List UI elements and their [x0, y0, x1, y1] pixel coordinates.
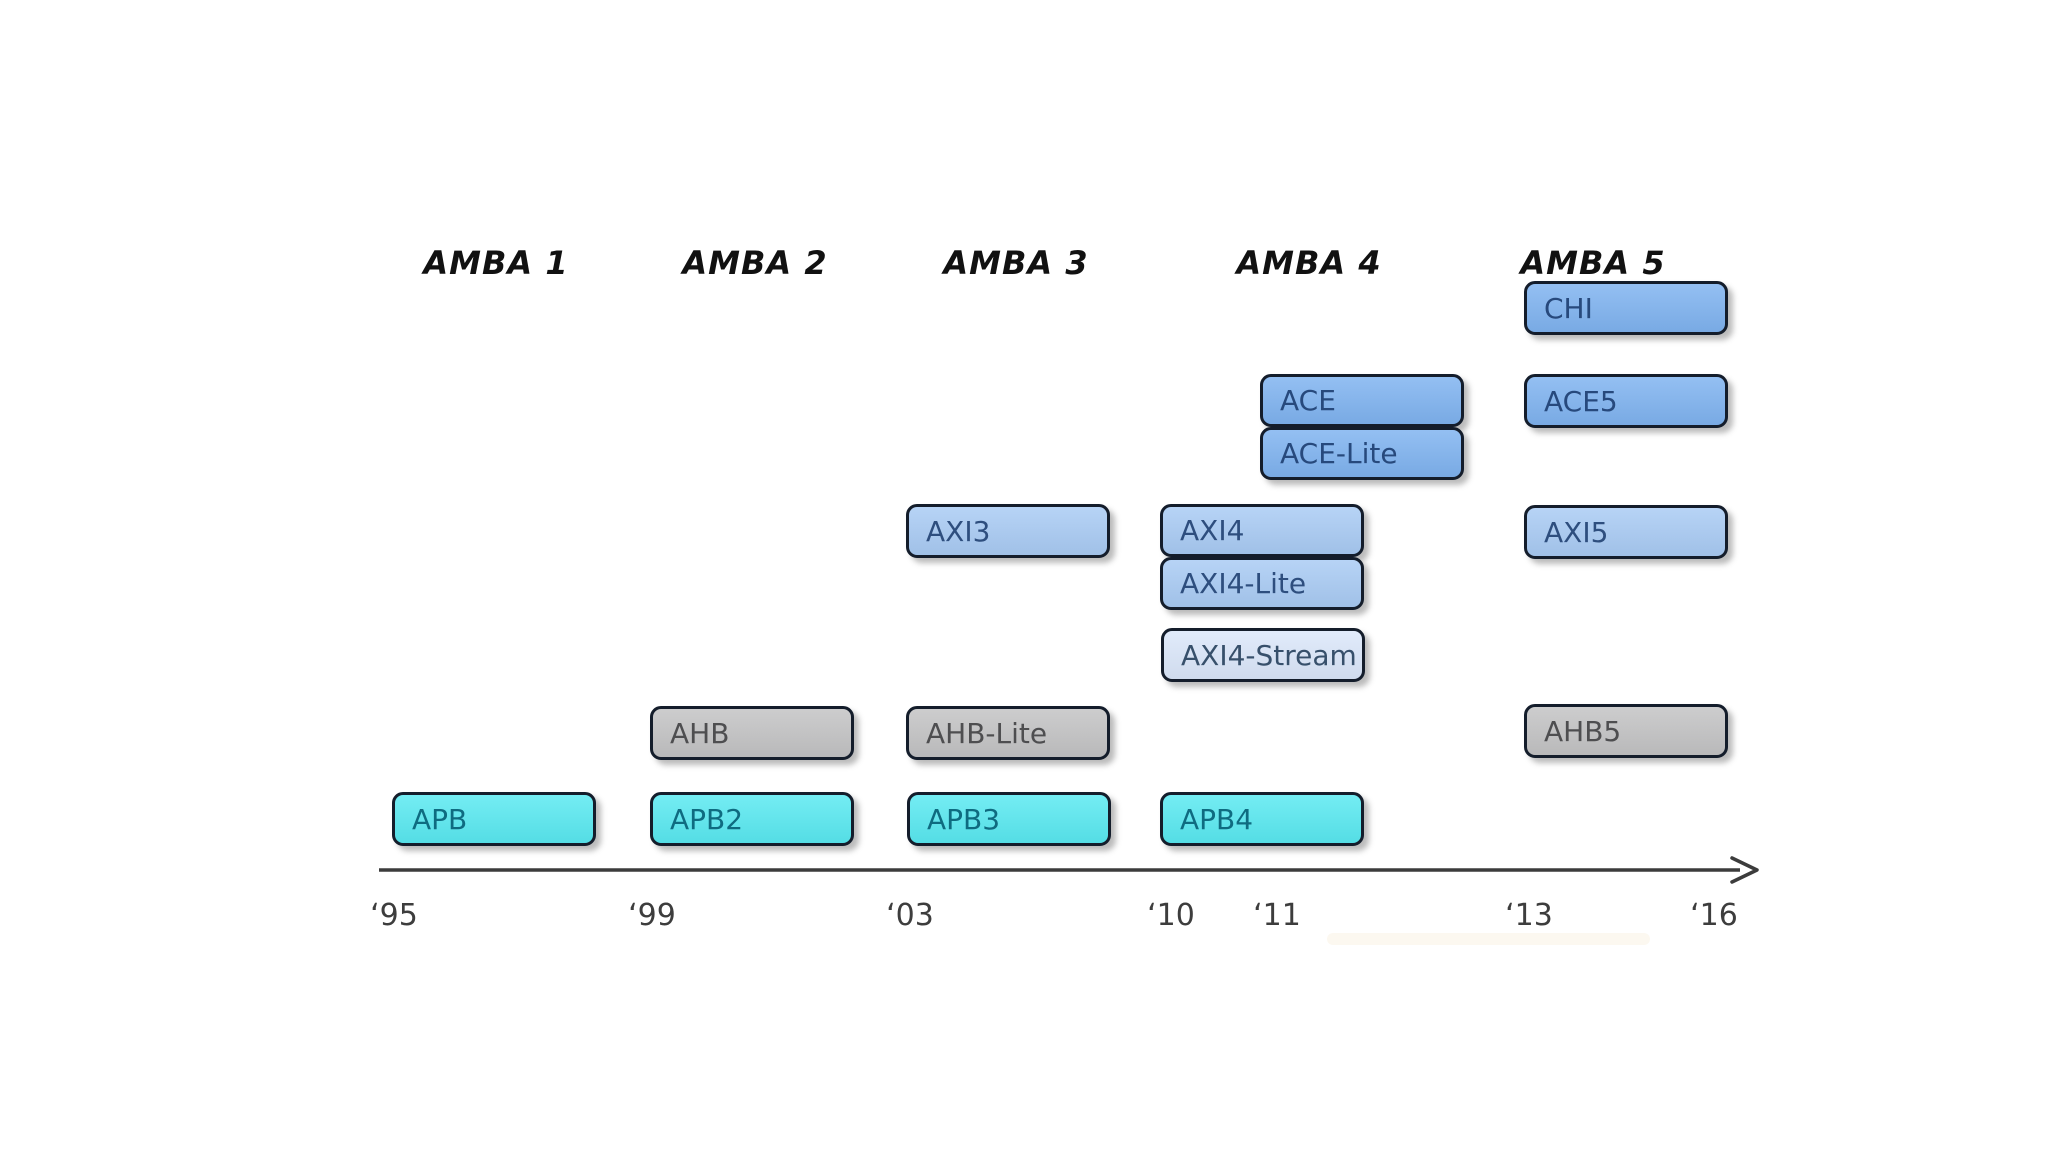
protocol-box-chi: CHI	[1524, 281, 1728, 335]
protocol-box-axi3: AXI3	[906, 504, 1110, 558]
protocol-box-axi5: AXI5	[1524, 505, 1728, 559]
axis-tick-99: ‘99	[628, 898, 676, 933]
generation-header-amba-3: AMBA 3	[943, 244, 1089, 282]
protocol-box-apb2: APB2	[650, 792, 854, 846]
protocol-box-axi4: AXI4	[1160, 504, 1364, 557]
protocol-box-apb4: APB4	[1160, 792, 1364, 846]
axis-tick-95: ‘95	[370, 898, 418, 933]
axis-tick-13: ‘13	[1505, 898, 1553, 933]
timeline-axis	[379, 856, 1759, 884]
generation-header-amba-2: AMBA 2	[682, 244, 828, 282]
axis-tick-16: ‘16	[1690, 898, 1738, 933]
protocol-box-apb: APB	[392, 792, 596, 846]
protocol-box-axi4-lite: AXI4-Lite	[1160, 557, 1364, 610]
protocol-box-ace-lite: ACE-Lite	[1260, 427, 1464, 480]
protocol-box-apb3: APB3	[907, 792, 1111, 846]
axis-tick-11: ‘11	[1253, 898, 1301, 933]
axis-arrowhead-icon	[1730, 856, 1759, 884]
axis-tick-03: ‘03	[886, 898, 934, 933]
protocol-box-ace: ACE	[1260, 374, 1464, 427]
generation-header-amba-1: AMBA 1	[423, 244, 569, 282]
background-artifact	[1327, 933, 1650, 945]
protocol-box-ahb5: AHB5	[1524, 704, 1728, 758]
protocol-box-ahb: AHB	[650, 706, 854, 760]
protocol-box-axi4-stream: AXI4-Stream	[1161, 628, 1365, 682]
generation-header-amba-4: AMBA 4	[1236, 244, 1382, 282]
protocol-box-ace5: ACE5	[1524, 374, 1728, 428]
generation-header-amba-5: AMBA 5	[1520, 244, 1666, 282]
protocol-box-ahb-lite: AHB-Lite	[906, 706, 1110, 760]
axis-tick-10: ‘10	[1147, 898, 1195, 933]
